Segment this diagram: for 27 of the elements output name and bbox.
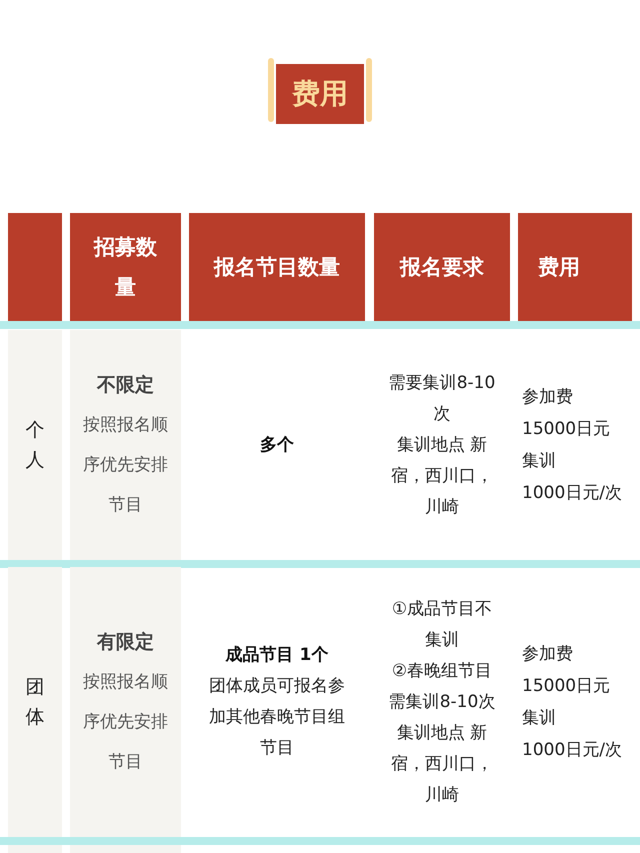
cell-text: 不限定 bbox=[97, 373, 154, 398]
cell-text: 1000日元/次 bbox=[522, 739, 622, 762]
cell-text: 团体成员可报名参加其他春晚节目组节目 bbox=[208, 675, 346, 760]
cell-text: 参加费 bbox=[522, 643, 573, 666]
header-text: 费用 bbox=[538, 254, 580, 281]
cell-text: ②春晚组节目需集训8-10次 bbox=[388, 660, 496, 714]
cell-text: 按照报名顺序优先安排节目 bbox=[82, 414, 169, 517]
cell-text: 按照报名顺序优先安排节目 bbox=[82, 671, 169, 774]
cell-text: 集训 bbox=[522, 707, 556, 730]
cell-text: ①成品节目不集训 bbox=[390, 598, 494, 652]
cell-text: 集训地点 新宿，西川口，川崎 bbox=[390, 434, 494, 518]
cell-text: 集训 bbox=[522, 450, 556, 473]
cell-text: 集训地点 新宿，西川口，川崎 bbox=[390, 722, 494, 806]
header-text: 报名要求 bbox=[400, 254, 484, 281]
cell-text: 参加费 bbox=[522, 386, 573, 409]
cell-text: 需要集训8-10次 bbox=[388, 372, 496, 426]
cell-text: 1000日元/次 bbox=[522, 482, 622, 505]
header-text: 报名节目数量 bbox=[214, 254, 340, 281]
cell-text: 15000日元 bbox=[522, 675, 610, 698]
cell-text: 多个 bbox=[260, 434, 294, 456]
cell-text: 15000日元 bbox=[522, 418, 610, 441]
row-label: 个人 bbox=[26, 418, 44, 473]
cell-text: 成品节目 1个 bbox=[226, 644, 328, 667]
title: 费用 bbox=[292, 76, 348, 112]
header-text: 招募数量 bbox=[92, 234, 158, 301]
row-label: 团体 bbox=[26, 674, 44, 730]
cell-text: 有限定 bbox=[97, 630, 154, 655]
